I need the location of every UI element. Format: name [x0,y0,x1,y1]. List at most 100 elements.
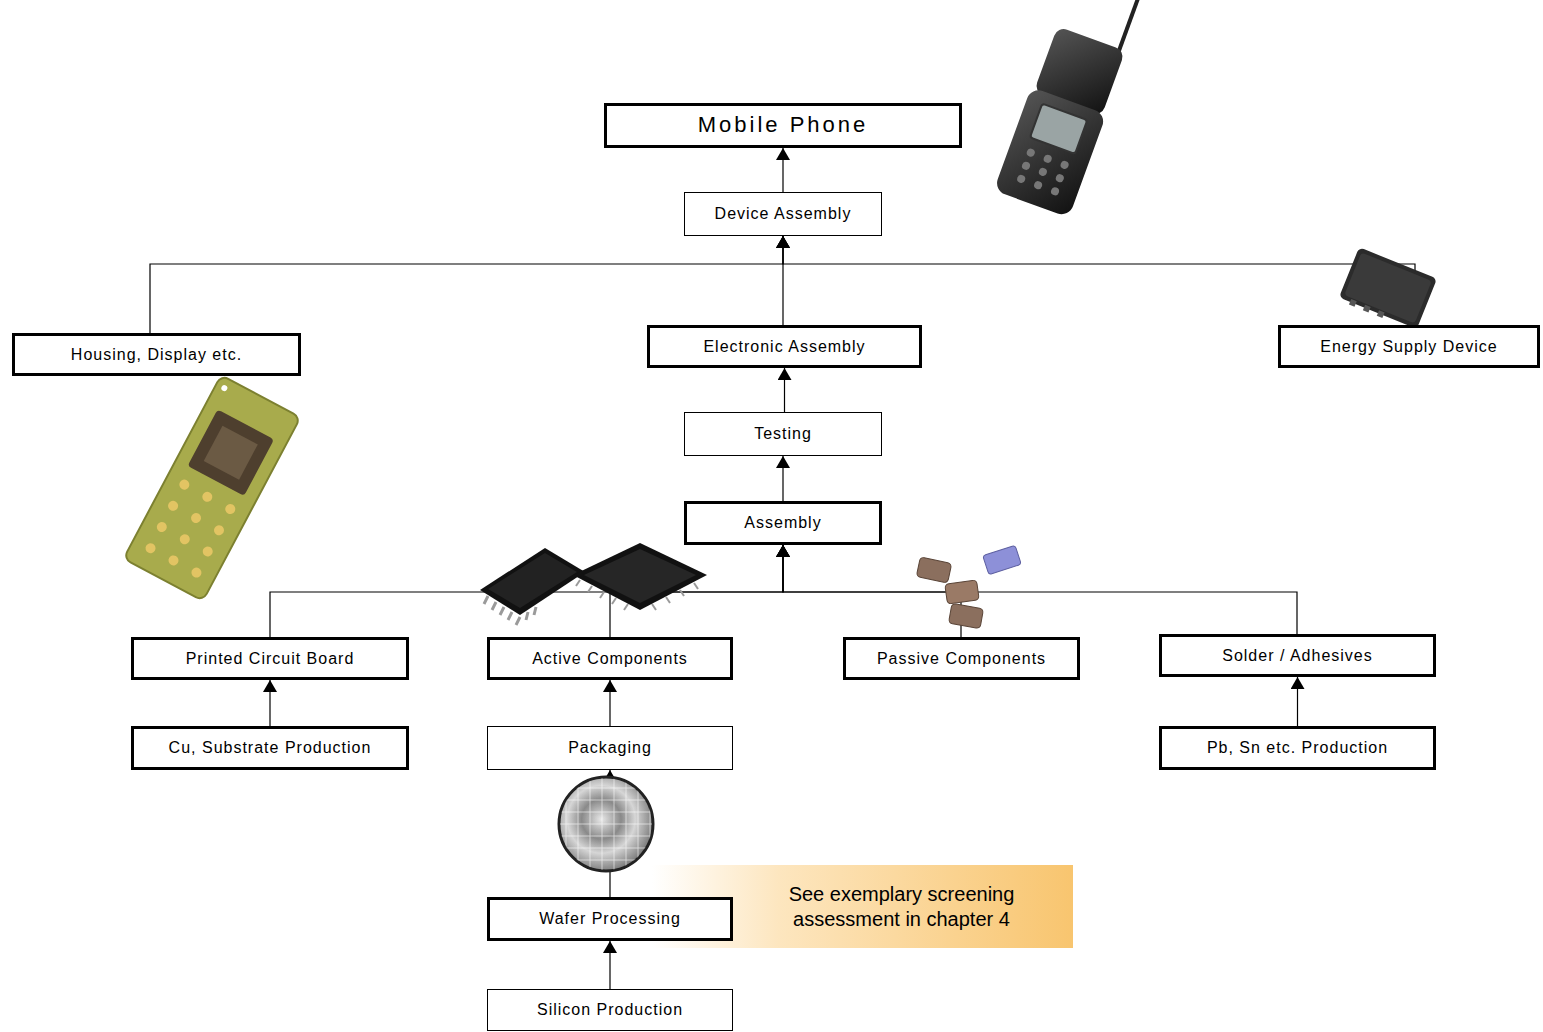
node-label: Silicon Production [537,1000,683,1019]
pcb-pad [178,532,192,546]
pcb-pad [190,566,204,580]
flow-arrow [784,368,785,412]
passive-part [945,580,979,604]
material-box: Pb, Sn etc. Production [1159,726,1436,770]
material-box: Cu, Substrate Production [131,726,409,770]
chip-pin [612,598,616,604]
qfp-chip-top [584,549,696,603]
pcb-pad [223,502,237,516]
phone-keypad [1016,148,1070,197]
component-box: Housing, Display etc. [12,333,301,376]
wafer-grid-line [590,770,591,880]
pcb-pad [201,545,215,559]
wafer-grid-line [550,800,660,801]
chip-pin [484,596,488,604]
wafer-grid-line [566,770,567,880]
pcb-pad [178,478,192,492]
node-label: Passive Components [877,649,1046,668]
chip-pin [588,586,592,592]
component-box: Energy Supply Device [1278,325,1540,368]
callout-text: See exemplary screening assessment in ch… [744,882,1059,932]
wafer-grid-line [550,848,660,849]
flow-arrow [270,545,783,637]
flow-arrow [783,236,1415,325]
chip-pin [492,602,496,610]
flow-arrow [782,148,783,192]
wafer-grid-line [638,770,639,880]
component-box: Printed Circuit Board [131,637,409,680]
node-label: Testing [754,424,812,443]
node-label: Mobile Phone [698,112,869,138]
process-box: Device Assembly [684,192,882,236]
node-label: Device Assembly [715,204,852,223]
wafer-grid-line [550,860,660,861]
passive-part [949,603,984,628]
node-label: Pb, Sn etc. Production [1207,738,1388,757]
flow-arrow [150,236,783,333]
chip-pin [624,604,628,610]
phone-key [1033,180,1043,190]
flow-arrow [609,941,610,989]
chip-pin [500,607,504,615]
pcb-hole [220,384,228,392]
pcb-pad [155,520,169,534]
flow-arrow [269,680,270,726]
chip-pin [666,597,670,603]
process-box: Packaging [487,726,733,770]
phone-key [1055,173,1065,183]
component-box: Electronic Assembly [647,325,922,368]
node-label: Wafer Processing [539,909,681,928]
chip-pin [680,590,684,596]
process-box: Wafer Processing [487,897,733,941]
battery-illustration [1338,247,1437,331]
phone-key [1021,161,1031,171]
pcb-pad [212,523,226,537]
battery-pin [1349,299,1357,307]
chip-pin [516,617,520,625]
chip-pin [576,580,580,586]
pcb-pad [166,499,180,513]
component-box: Active Components [487,637,733,680]
battery-body [1339,247,1437,329]
flow-arrow [609,680,610,726]
passive-part [983,545,1022,575]
node-label: Electronic Assembly [703,337,865,356]
chip-pin [652,604,656,610]
wafer-grid-line [602,770,603,880]
flow-arrow [782,456,783,501]
material-box: Silicon Production [487,989,733,1031]
phone-key [1050,186,1060,196]
battery-top [1344,252,1432,323]
node-label: Energy Supply Device [1320,337,1497,356]
wafer-grid-line [550,788,660,789]
flow-arrow [783,545,1297,634]
phone-key [1026,148,1036,158]
phone-screen [1030,104,1087,154]
phone-key [1038,167,1048,177]
wafer-grid-line [614,770,615,880]
node-label: Packaging [568,738,652,757]
chip-pin [694,583,698,589]
phone-key [1059,160,1069,170]
soic-chip [480,548,585,615]
passive-part [916,557,951,583]
chip-pin [526,612,528,620]
component-box: Passive Components [843,637,1080,680]
component-box: Solder / Adhesives [1159,634,1436,677]
node-label: Assembly [744,513,821,532]
phone-key [1043,154,1053,164]
product-box: Mobile Phone [604,103,962,148]
wafer-grid [550,770,660,880]
node-label: Active Components [532,649,688,668]
pcb-chip [204,426,258,480]
node-label: Printed Circuit Board [186,649,355,668]
pcb-shield [188,409,275,496]
node-label: Cu, Substrate Production [169,738,372,757]
wafer-illustration [550,770,660,880]
node-label: Housing, Display etc. [71,345,242,364]
pcb-pads [144,478,237,580]
phone-illustration [994,0,1151,218]
pcb-pad [144,541,158,555]
wafer-grid-line [578,770,579,880]
